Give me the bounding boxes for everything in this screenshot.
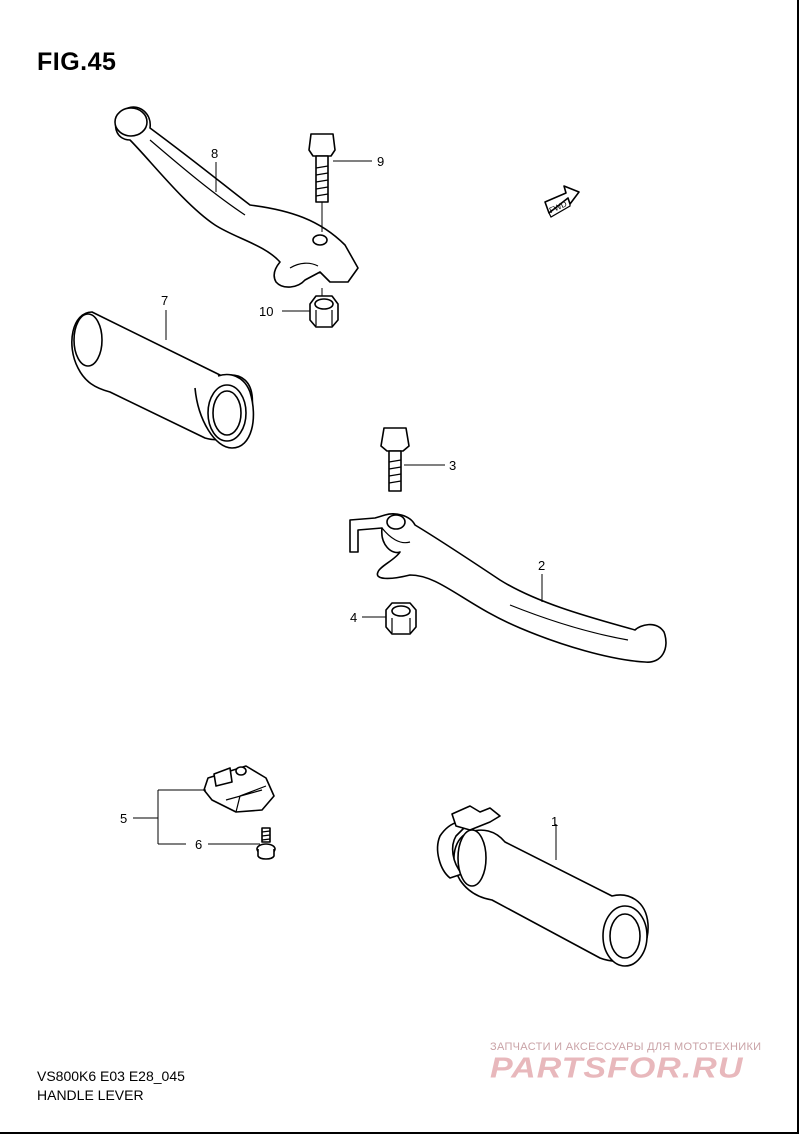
nut-part-4[interactable] <box>385 602 417 635</box>
screw-part-6[interactable] <box>256 827 276 860</box>
watermark-logo: PARTSFOR.RU <box>490 1052 744 1085</box>
model-code: VS800K6 E03 E28_045 <box>37 1068 185 1084</box>
nut-part-10[interactable] <box>309 288 339 328</box>
leader-lines <box>133 160 557 860</box>
throttle-grip-part-1[interactable] <box>436 805 649 967</box>
callout-3: 3 <box>449 458 456 473</box>
bolt-part-3[interactable] <box>380 427 410 492</box>
callout-9: 9 <box>377 154 384 169</box>
diagram-caption: HANDLE LEVER <box>37 1087 144 1103</box>
callout-5: 5 <box>120 811 127 826</box>
figure-title: FIG.45 <box>37 48 117 76</box>
callout-1: 1 <box>551 814 558 829</box>
callout-10: 10 <box>259 304 273 319</box>
callout-2: 2 <box>538 558 545 573</box>
brake-switch-part-5[interactable] <box>203 765 275 813</box>
callout-8: 8 <box>211 146 218 161</box>
callout-7: 7 <box>161 293 168 308</box>
clutch-lever-part-2[interactable] <box>349 513 667 663</box>
brake-lever-part-8[interactable] <box>114 106 359 288</box>
watermark-tagline: ЗАПЧАСТИ И АКСЕССУАРЫ ДЛЯ МОТОТЕХНИКИ <box>490 1041 762 1053</box>
grip-part-7[interactable] <box>71 311 255 449</box>
callout-4: 4 <box>350 610 357 625</box>
fwd-direction-arrow: FWD <box>544 185 580 218</box>
callout-6: 6 <box>195 837 202 852</box>
bolt-part-9[interactable] <box>308 133 336 232</box>
